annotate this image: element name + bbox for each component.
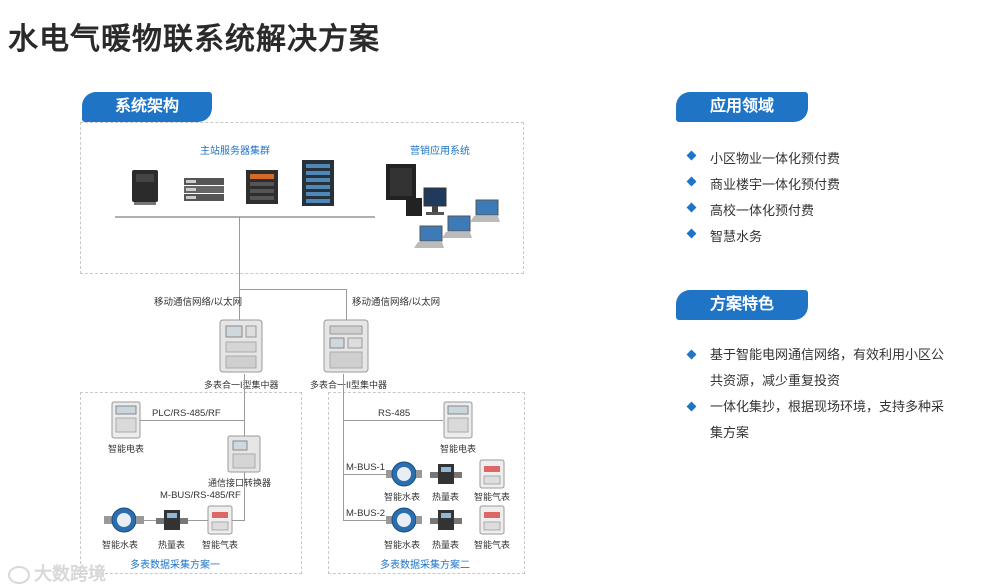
page-title: 水电气暖物联系统解决方案 [8, 23, 380, 56]
diamond-bullet-icon [686, 401, 697, 412]
scheme-1-plc-line [140, 420, 244, 421]
laptop-icon [442, 215, 472, 238]
server-box [80, 122, 524, 274]
application-list: 小区物业一体化预付费 商业楼宇一体化预付费 高校一体化预付费 智慧水务 [684, 148, 974, 252]
water-meter-icon [386, 461, 422, 487]
scheme-1-bus-bottom: M-BUS/RS-485/RF [160, 490, 241, 501]
scheme-2-box [328, 392, 525, 574]
server-tower-icon [132, 170, 158, 205]
feature-item: 一体化集抄，根据现场环境，支持多种采 集方案 [684, 394, 980, 446]
scheme-2-bus-1: M-BUS-1 [346, 462, 386, 473]
server-bus-line [115, 216, 375, 218]
scheme-2-water-2-label: 智能水表 [384, 540, 421, 550]
scheme-2-row1-meter-icons [386, 459, 505, 489]
blade-server-icon [246, 170, 278, 204]
section-label-features: 方案特色 [676, 290, 808, 320]
concentrator-2-label: 多表合一II型集中器 [310, 380, 388, 390]
features-list: 基于智能电网通信网络，有效利用小区公 共资源，减少重复投资 一体化集抄，根据现场… [684, 342, 980, 446]
laptop-icon [414, 225, 444, 248]
marketing-system-label: 营销应用系统 [410, 146, 470, 157]
network-trunk-line [239, 217, 240, 320]
scheme-1-gas-label: 智能气表 [202, 540, 239, 550]
scheme-1-caption: 多表数据采集方案一 [130, 560, 220, 571]
scheme-1-smart-meter-label: 智能电表 [108, 444, 145, 454]
network-branch-line [239, 289, 346, 290]
watermark: 大数跨境 [8, 560, 106, 586]
section-label-architecture: 系统架构 [82, 92, 212, 122]
network-right-drop [346, 289, 347, 320]
rack-server-icon [184, 178, 224, 201]
scheme-2-rs485-line [343, 420, 443, 421]
application-item: 商业楼宇一体化预付费 [684, 174, 974, 200]
concentrator-1-icon [219, 319, 263, 373]
desktop-icon [406, 187, 447, 216]
heat-meter-icon [156, 510, 188, 530]
scheme-2-bus-top: RS-485 [378, 408, 411, 419]
heat-meter-icon [430, 510, 462, 530]
scheme-2-row2-meter-icons [386, 505, 505, 535]
scheme-2-heat-2-label: 热量表 [432, 540, 460, 550]
network-label-left: 移动通信网络/以太网 [154, 297, 243, 308]
diamond-bullet-icon [686, 176, 697, 187]
server-cluster-icons [132, 160, 334, 206]
scheme-1-heat-label: 热量表 [158, 540, 186, 550]
converter-label: 通信接口转换器 [208, 478, 272, 488]
network-label-right: 移动通信网络/以太网 [352, 297, 441, 308]
scheme-2-gas-1-label: 智能气表 [474, 492, 511, 502]
section-label-application: 应用领域 [676, 92, 808, 122]
diamond-bullet-icon [686, 228, 697, 239]
marketing-system-icons [386, 164, 500, 248]
laptop-icon [470, 199, 500, 222]
master-cluster-label: 主站服务器集群 [200, 146, 270, 157]
water-meter-icon [104, 507, 144, 533]
scheme-2-mbus1-line [343, 474, 387, 475]
cabinet-icon [386, 164, 416, 200]
scheme-2-gas-2-label: 智能气表 [474, 540, 511, 550]
smart-electric-meter-icon [111, 401, 141, 439]
diamond-bullet-icon [686, 202, 697, 213]
heat-meter-icon [430, 464, 462, 484]
scheme-2-caption: 多表数据采集方案二 [380, 560, 470, 571]
application-item: 智慧水务 [684, 226, 974, 252]
server-rack-icon [302, 160, 334, 206]
scheme-2-mbus2-line [343, 520, 387, 521]
water-meter-icon [386, 507, 422, 533]
gas-meter-icon [479, 505, 505, 535]
interface-converter-icon [227, 435, 261, 473]
application-item: 高校一体化预付费 [684, 200, 974, 226]
gas-meter-icon [479, 459, 505, 489]
gas-meter-icon [207, 505, 233, 535]
scheme-1-meter-icons [104, 505, 233, 535]
scheme-1-bus-top: PLC/RS-485/RF [152, 408, 221, 419]
scheme-2-heat-1-label: 热量表 [432, 492, 460, 502]
diamond-bullet-icon [686, 349, 697, 360]
concentrator-1-label: 多表合一I型集中器 [204, 380, 279, 390]
application-item: 小区物业一体化预付费 [684, 148, 974, 174]
scheme-2-trunk [343, 374, 344, 521]
concentrator-2-icon [323, 319, 369, 373]
diamond-bullet-icon [686, 150, 697, 161]
watermark-logo-icon [8, 566, 30, 585]
scheme-1-box [80, 392, 302, 574]
scheme-2-smart-meter-label: 智能电表 [440, 444, 477, 454]
scheme-2-water-1-label: 智能水表 [384, 492, 421, 502]
smart-electric-meter-icon [443, 401, 473, 439]
scheme-1-water-label: 智能水表 [102, 540, 139, 550]
feature-item: 基于智能电网通信网络，有效利用小区公 共资源，减少重复投资 [684, 342, 980, 394]
scheme-2-bus-2: M-BUS-2 [346, 508, 386, 519]
